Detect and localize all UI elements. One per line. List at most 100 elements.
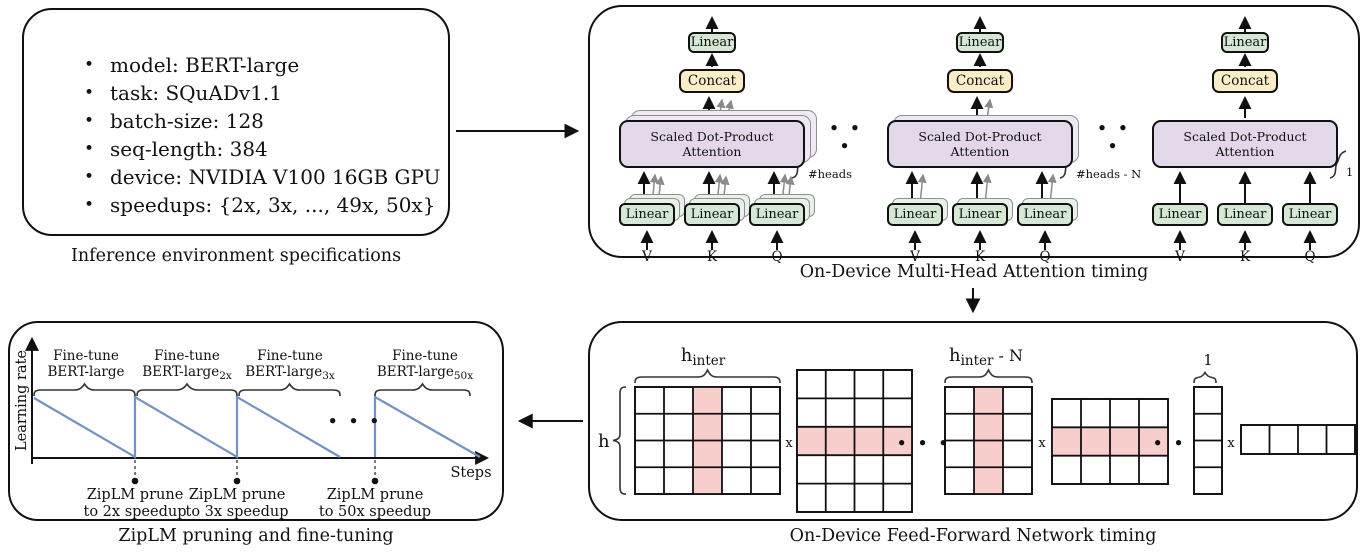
segment-label: BERT-large3x [245,364,335,382]
ellipsis: • • • [1153,434,1207,452]
input-k-label: K [974,249,986,265]
mha-caption: On-Device Multi-Head Attention timing [799,262,1149,282]
prune-label: to 50x speedup [319,504,431,520]
segment-brace [136,382,238,397]
weight-matrix [796,369,913,513]
h-brace [612,386,627,495]
attention-box: Scaled Dot-Product Attention [619,120,805,168]
segment-label: Fine-tune [257,348,323,364]
input-v-label: V [910,249,920,265]
prune-point [131,477,139,485]
spec-panel: • model: BERT-large • task: SQuADv1.1 • bat… [22,8,450,236]
input-k-label: K [1239,249,1251,265]
segment-label: BERT-large2x [142,364,232,382]
attention-box: Scaled Dot-Product Attention [887,120,1073,168]
linear-v-box: Linear [1152,203,1208,226]
segment-label: BERT-large50x [377,364,473,382]
y-axis-label: Learning rate [14,350,30,451]
prune-label: ZipLM prune [87,487,184,503]
segment-brace [374,382,471,397]
hinter-n-label: hinter - N [949,345,1023,369]
ffn-panel: h hinter x • • • hinter - N [588,321,1358,521]
lr-schedule-chart: Learning rate Steps • • • Fine-tune BERT… [14,336,492,520]
prune-label: to 2x speedup [84,504,187,520]
hinter-brace [634,368,781,384]
mha-panel: Linear Concat Scaled Dot-Product Attenti… [588,5,1360,265]
linear-v-box: Linear [619,203,675,226]
weight-matrix [1051,398,1169,485]
ellipsis: • • • [897,434,951,452]
segment-label: Fine-tune [53,348,119,364]
lr-sawtooth-line [373,395,481,458]
prune-label: ZipLM prune [327,487,424,503]
spec-model: model: BERT-large [110,53,300,77]
hinter-label: hinter [681,345,726,369]
concat-box: Concat [1212,69,1278,93]
ziplm-caption: ZipLM pruning and fine-tuning [118,526,394,546]
list-item: • task: SQuADv1.1 [84,79,440,107]
head-count-label: #heads [808,167,852,181]
list-item: • batch-size: 128 [84,107,440,135]
linear-out-box: Linear [688,32,736,53]
weight-matrix [944,386,1033,495]
bullet-icon: • [84,167,95,187]
input-q-label: Q [771,249,783,265]
column-vector-matrix [1193,386,1223,495]
list-item: • speedups: {2x, 3x, ..., 49x, 50x} [84,191,440,219]
segment-brace [33,382,136,397]
bullet-icon: • [84,111,95,131]
ellipsis: • • • [1097,119,1131,155]
bullet-icon: • [84,55,95,75]
segment-brace [238,382,341,397]
ellipsis: • • • [829,119,863,155]
concat-box: Concat [679,69,745,93]
spec-batch-size: batch-size: 128 [110,109,264,133]
head-count-label: #heads - N [1076,167,1142,181]
ellipsis: • • • [328,412,382,430]
h-dim-label: h [598,431,610,452]
bullet-icon: • [84,83,95,103]
spec-speedups: speedups: {2x, 3x, ..., 49x, 50x} [110,193,436,217]
ffn-matrices: h hinter x • • • hinter - N [598,345,1356,513]
linear-q-box: Linear [1017,203,1073,226]
spec-task: task: SQuADv1.1 [110,81,283,105]
linear-q-box: Linear [1282,203,1338,226]
input-k-label: K [706,249,718,265]
linear-v-box: Linear [887,203,943,226]
one-dim-label: 1 [1203,351,1213,369]
weight-matrix [634,386,781,495]
linear-k-box: Linear [1217,203,1273,226]
linear-q-box: Linear [749,203,805,226]
segment-label: Fine-tune [392,348,458,364]
spec-device: device: NVIDIA V100 16GB GPU [110,165,441,189]
spec-list: • model: BERT-large • task: SQuADv1.1 • bat… [84,51,440,219]
lr-sawtooth-line [33,395,341,459]
concat-box: Concat [947,69,1013,93]
multiply-sign: x [785,436,793,451]
row-vector-matrix [1240,424,1356,455]
spec-caption: Inference environment specifications [70,246,402,266]
head-count-label: 1 [1346,165,1354,179]
ffn-caption: On-Device Feed-Forward Network timing [789,526,1157,546]
bullet-icon: • [84,139,95,159]
linear-k-box: Linear [684,203,740,226]
list-item: • model: BERT-large [84,51,440,79]
segment-label: Fine-tune [154,348,220,364]
one-brace [1193,370,1217,384]
linear-k-box: Linear [952,203,1008,226]
linear-out-box: Linear [1221,32,1269,53]
multiply-sign: x [1038,436,1046,451]
x-axis-label: Steps [450,465,491,481]
bullet-icon: • [84,195,95,215]
spec-seq-length: seq-length: 384 [110,137,268,161]
input-q-label: Q [1304,249,1316,265]
list-item: • device: NVIDIA V100 16GB GPU [84,163,440,191]
prune-point [233,477,241,485]
input-v-label: V [1175,249,1185,265]
input-q-label: Q [1039,249,1051,265]
segment-label: BERT-large [48,364,125,380]
prune-label: ZipLM prune [189,487,286,503]
prune-point [371,477,379,485]
multiply-sign: x [1227,436,1235,451]
